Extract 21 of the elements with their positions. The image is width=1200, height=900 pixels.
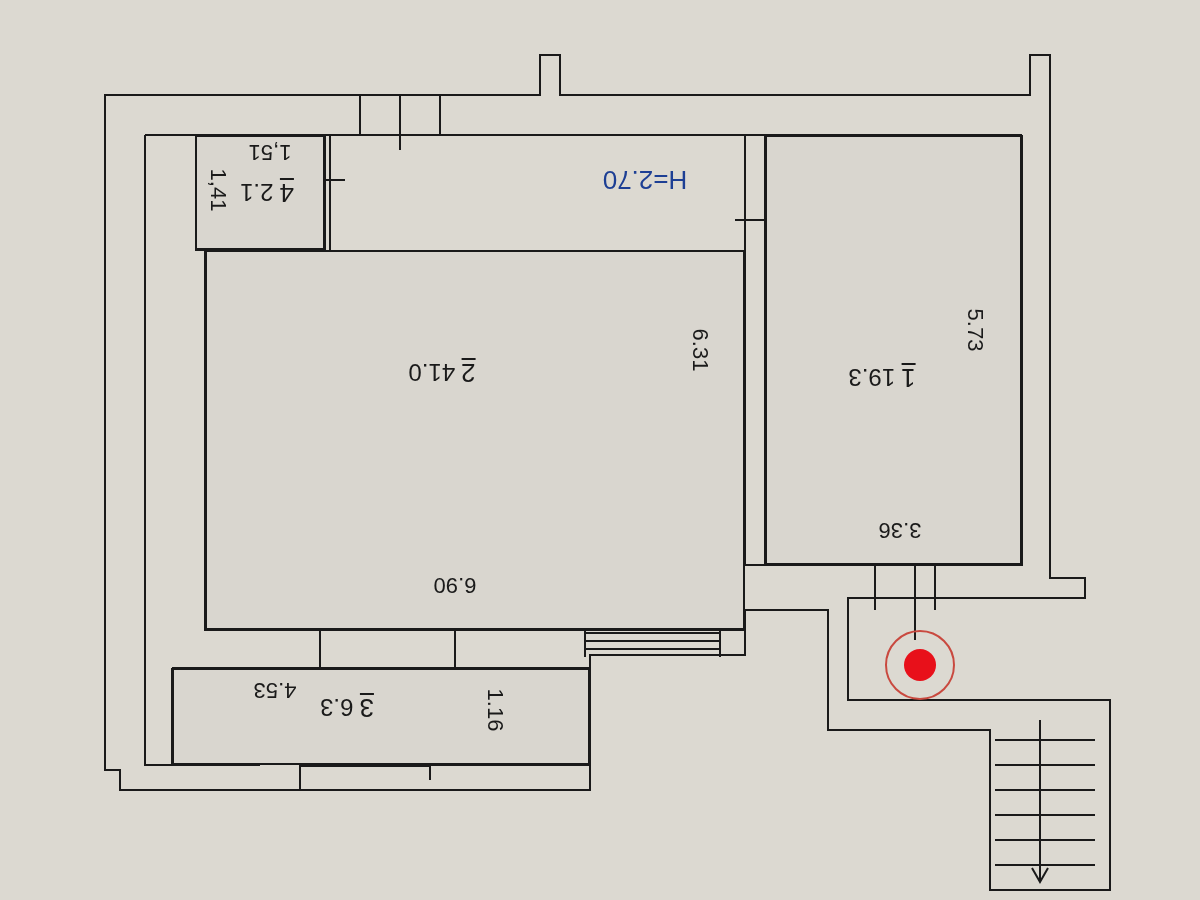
room-area: 2.1: [240, 178, 274, 206]
dimension-label: 1,41: [206, 168, 230, 212]
room: [205, 250, 745, 630]
room-number: 4: [279, 178, 294, 206]
dimension-label: 1.16: [483, 688, 507, 732]
room-area: 6.3: [320, 693, 354, 721]
room-area: 41.0: [408, 358, 456, 386]
dimension-label: 6.31: [688, 328, 712, 372]
dimension-label: 5.73: [963, 308, 987, 352]
dimension-label: 6.90: [433, 573, 477, 597]
room: [195, 135, 325, 250]
room-number: 3: [359, 693, 374, 721]
ceiling-height: Н=2.70: [602, 168, 688, 192]
room-number: 1: [901, 363, 916, 391]
dimension-label: 1,51: [248, 140, 292, 164]
dimension-label: 3.36: [878, 518, 922, 542]
room-number: 2: [461, 358, 476, 386]
dimension-label: 4.53: [253, 678, 297, 702]
room: [765, 135, 1022, 565]
room-area: 19.3: [848, 363, 896, 391]
room: [172, 668, 590, 765]
